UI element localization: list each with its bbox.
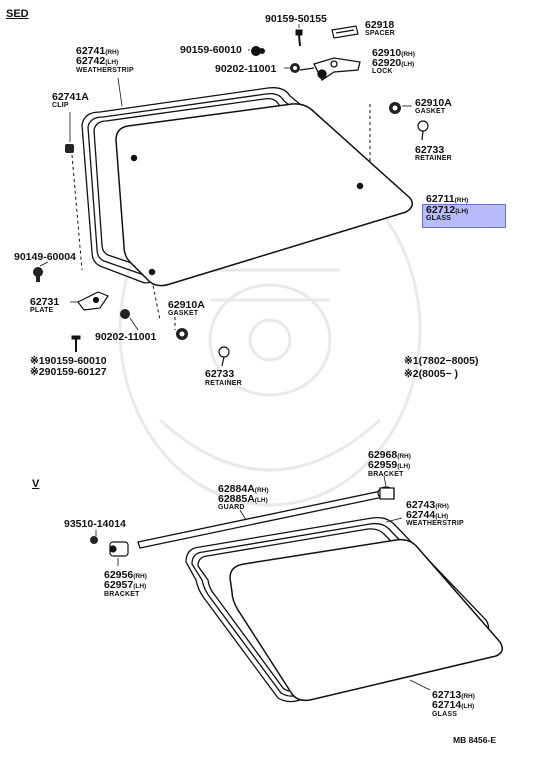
date-range-note-2: ※2(8005− ) (404, 368, 459, 380)
part-number-62885a: 62885A(LH) (218, 493, 268, 505)
bracket-62968 (377, 486, 395, 500)
bracket-62956 (109, 541, 129, 557)
part-number-62956: 62956(RH) (104, 569, 147, 581)
caption-bracket-bottom: BRACKET (104, 591, 140, 598)
caption-weatherstrip-v: WEATHERSTRIP (406, 520, 464, 527)
part-number-62910a-bottom: 62910A (168, 299, 205, 311)
caption-bracket-top: BRACKET (368, 471, 404, 478)
part-number-62733-top: 62733 (415, 144, 445, 156)
part-number-62910: 62910(RH) (372, 47, 415, 59)
caption-gasket-bottom: GASKET (168, 310, 199, 317)
caption-guard: GUARD (218, 504, 245, 511)
part-number-90159-60010-b: ※190159-60010 (30, 355, 107, 367)
part-number-90202-11001-bottom: 90202-11001 (95, 331, 157, 343)
part-number-62731: 62731 (30, 296, 60, 308)
screw-90159-60010-b (71, 335, 81, 352)
nut-90202-11001-top (290, 63, 300, 73)
part-number-90202-11001-top: 90202-11001 (215, 63, 277, 75)
clip-62741a (65, 144, 74, 153)
caption-clip: CLIP (52, 102, 69, 109)
part-number-62968: 62968(RH) (368, 449, 411, 461)
part-number-62918: 62918 (365, 19, 395, 31)
part-number-62714: 62714(LH) (432, 699, 475, 711)
lock-62910 (299, 57, 361, 81)
date-range-note-1: ※1(7802−8005) (404, 355, 479, 367)
leader-lines-sed (39, 24, 412, 331)
caption-spacer: SPACER (365, 30, 395, 37)
caption-plate: PLATE (30, 307, 54, 314)
screw-90159-60010 (251, 46, 265, 56)
part-number-90159-50155: 90159-50155 (265, 13, 327, 25)
reference-code: MB 8456-E (453, 735, 496, 745)
gasket-62910a-bottom (176, 328, 188, 340)
part-number-62959: 62959(LH) (368, 459, 411, 471)
spacer-62918 (331, 25, 359, 39)
screw-93510-14014 (90, 536, 98, 544)
section-header-sed: SED (6, 8, 29, 20)
part-number-62713: 62713(RH) (432, 689, 475, 701)
caption-retainer-top: RETAINER (415, 155, 452, 162)
highlight-62712 (422, 204, 506, 228)
part-number-62957: 62957(LH) (104, 579, 147, 591)
caption-retainer-bottom: RETAINER (205, 380, 242, 387)
part-number-90149-60004: 90149-60004 (14, 251, 76, 263)
nut-90202-11001-bottom (120, 309, 130, 319)
glass-62713 (229, 538, 503, 702)
part-number-62920: 62920(LH) (372, 57, 415, 69)
part-number-62712: 62712(LH) (426, 204, 469, 216)
caption-glass-v: GLASS (432, 711, 458, 718)
gasket-62910a-top (389, 102, 401, 114)
caption-weatherstrip-sed: WEATHERSTRIP (76, 67, 134, 74)
retainer-62733-bottom (218, 346, 230, 367)
part-number-62741a: 62741A (52, 91, 89, 103)
glass-62711 (115, 103, 413, 287)
caption-gasket-top: GASKET (415, 108, 446, 115)
section-header-v: V (32, 478, 40, 490)
part-number-90159-60010: 90159-60010 (180, 44, 242, 56)
caption-lock: LOCK (372, 68, 393, 75)
plate-62731 (77, 291, 109, 311)
leader-lines-v (95, 475, 431, 691)
part-number-62910a-top: 62910A (415, 97, 452, 109)
part-number-62733-bottom: 62733 (205, 368, 235, 380)
caption-glass-sed: GLASS (426, 215, 452, 222)
part-number-62742: 62742(LH) (76, 55, 119, 67)
part-number-62741: 62741(RH) (76, 45, 119, 57)
part-number-62743: 62743(RH) (406, 499, 449, 511)
screw-90149-60004 (33, 267, 43, 282)
part-number-62744: 62744(LH) (406, 509, 449, 521)
part-number-93510-14014: 93510-14014 (64, 518, 126, 530)
part-number-62711: 62711(RH) (426, 193, 469, 205)
part-number-62884a: 62884A(RH) (218, 483, 269, 495)
retainer-62733-top (417, 120, 429, 141)
bolt-90159-50155 (295, 29, 303, 47)
part-number-90159-60127: ※290159-60127 (30, 366, 107, 378)
